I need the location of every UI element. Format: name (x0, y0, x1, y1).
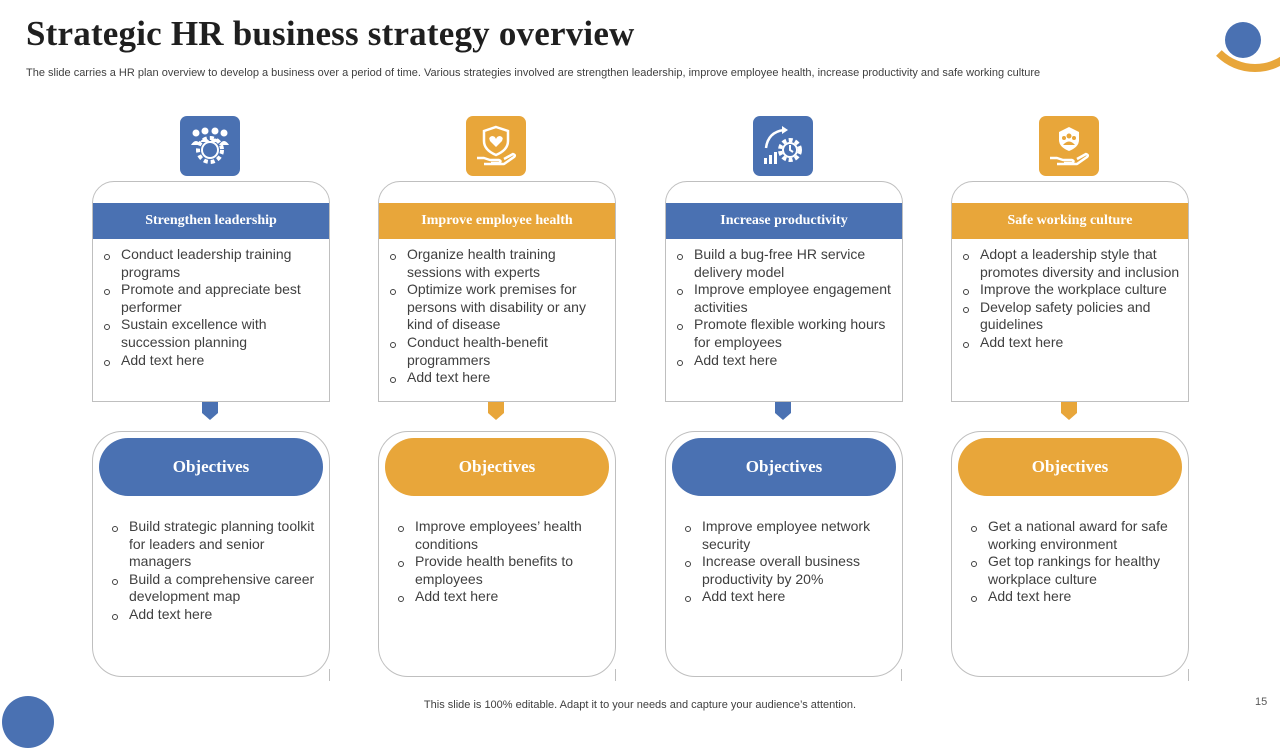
strategy-list: Conduct leadership training programs Pro… (103, 246, 325, 369)
divider-tick (1188, 669, 1189, 681)
list-item: Improve employees’ health conditions (397, 518, 607, 553)
list-item: Conduct leadership training programs (103, 246, 325, 281)
list-item: Build a bug-free HR service delivery mod… (676, 246, 898, 281)
strategy-card: Increase productivity Build a bug-free H… (665, 181, 903, 402)
objectives-list: Get a national award for safe working en… (970, 518, 1180, 606)
list-item: Add text here (389, 369, 611, 387)
strategy-column-productivity: Increase productivity Build a bug-free H… (665, 0, 905, 720)
list-item: Add text here (684, 588, 894, 606)
list-item: Get a national award for safe working en… (970, 518, 1180, 553)
list-item: Add text here (397, 588, 607, 606)
list-item: Add text here (103, 352, 325, 370)
list-item: Adopt a leadership style that promotes d… (962, 246, 1184, 281)
list-item: Promote and appreciate best performer (103, 281, 325, 316)
objectives-card: Objectives Improve employees’ health con… (378, 431, 616, 677)
objectives-label: Objectives (385, 438, 609, 496)
list-item: Conduct health-benefit programmers (389, 334, 611, 369)
list-item: Increase overall business productivity b… (684, 553, 894, 588)
objectives-list: Improve employees’ health conditions Pro… (397, 518, 607, 606)
list-item: Add text here (962, 334, 1184, 352)
strategy-card: Improve employee health Organize health … (378, 181, 616, 402)
safety-people-hand-icon (1039, 116, 1099, 176)
strategy-list: Build a bug-free HR service delivery mod… (676, 246, 898, 369)
list-item: Get top rankings for healthy workplace c… (970, 553, 1180, 588)
list-item: Add text here (970, 588, 1180, 606)
list-item: Optimize work premises for persons with … (389, 281, 611, 334)
list-item: Organize health training sessions with e… (389, 246, 611, 281)
objectives-card: Objectives Build strategic planning tool… (92, 431, 330, 677)
team-gear-icon (180, 116, 240, 176)
footer-note: This slide is 100% editable. Adapt it to… (423, 699, 857, 711)
list-item: Add text here (111, 606, 321, 624)
decorative-arc (1200, 0, 1280, 72)
objectives-list: Build strategic planning toolkit for lea… (111, 518, 321, 624)
strategy-header: Safe working culture (952, 203, 1188, 239)
page-number: 15 (1255, 696, 1268, 708)
list-item: Build strategic planning toolkit for lea… (111, 518, 321, 571)
down-pointer-icon (775, 402, 791, 420)
list-item: Develop safety policies and guidelines (962, 299, 1184, 334)
objectives-label: Objectives (672, 438, 896, 496)
page-subtitle: The slide carries a HR plan overview to … (26, 67, 1041, 79)
objectives-label: Objectives (958, 438, 1182, 496)
strategy-column-health: Improve employee health Organize health … (378, 0, 618, 720)
list-item: Promote flexible working hours for emplo… (676, 316, 898, 351)
strategy-list: Adopt a leadership style that promotes d… (962, 246, 1184, 352)
divider-tick (615, 669, 616, 681)
decorative-circle (1225, 22, 1261, 58)
list-item: Add text here (676, 352, 898, 370)
down-pointer-icon (202, 402, 218, 420)
strategy-card: Safe working culture Adopt a leadership … (951, 181, 1189, 402)
strategy-list: Organize health training sessions with e… (389, 246, 611, 387)
strategy-header: Increase productivity (666, 203, 902, 239)
health-shield-hand-icon (466, 116, 526, 176)
strategy-header: Strengthen leadership (93, 203, 329, 239)
page-title: Strategic HR business strategy overview (26, 14, 635, 53)
objectives-label: Objectives (99, 438, 323, 496)
objectives-card: Objectives Improve employee network secu… (665, 431, 903, 677)
divider-tick (901, 669, 902, 681)
objectives-list: Improve employee network security Increa… (684, 518, 894, 606)
down-pointer-icon (488, 402, 504, 420)
list-item: Provide health benefits to employees (397, 553, 607, 588)
list-item: Build a comprehensive career development… (111, 571, 321, 606)
divider-tick (329, 669, 330, 681)
list-item: Improve employee engagement activities (676, 281, 898, 316)
productivity-gear-chart-icon (753, 116, 813, 176)
strategy-column-leadership: Strengthen leadership Conduct leadership… (92, 0, 332, 720)
list-item: Improve the workplace culture (962, 281, 1184, 299)
strategy-card: Strengthen leadership Conduct leadership… (92, 181, 330, 402)
list-item: Sustain excellence with succession plann… (103, 316, 325, 351)
strategy-column-safety: Safe working culture Adopt a leadership … (951, 0, 1191, 720)
down-pointer-icon (1061, 402, 1077, 420)
list-item: Improve employee network security (684, 518, 894, 553)
objectives-card: Objectives Get a national award for safe… (951, 431, 1189, 677)
strategy-header: Improve employee health (379, 203, 615, 239)
